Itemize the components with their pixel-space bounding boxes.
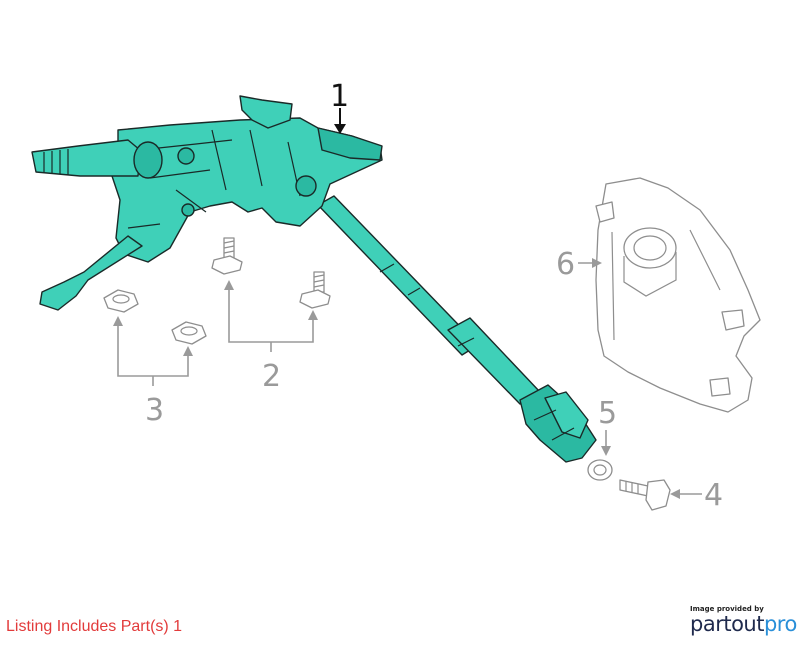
callout-1: 1 [330,79,349,114]
steering-column[interactable] [31,95,597,463]
leader-lines [113,108,702,499]
callout-4: 4 [704,478,723,513]
image-credit-text: Image provided by [690,605,764,613]
bolt-part-2-right[interactable] [299,271,331,309]
bolt-part-2-left[interactable] [211,237,243,275]
logo-text-part2: pro [763,612,797,636]
callout-3: 3 [145,393,164,428]
callout-5: 5 [598,396,617,431]
logo-text-part1: partout [690,612,764,636]
washer-part-5[interactable] [587,459,613,481]
listing-includes-text: Listing Includes Part(s) 1 [6,618,183,635]
partoutpro-logo[interactable]: partoutpro [690,612,797,636]
nut-part-3-left[interactable] [103,289,139,313]
bolt-part-4[interactable] [619,479,671,511]
callout-6: 6 [556,247,575,282]
nut-part-3-right[interactable] [171,321,207,345]
cover-plate-part-6[interactable] [595,177,761,413]
callout-2: 2 [262,359,281,394]
